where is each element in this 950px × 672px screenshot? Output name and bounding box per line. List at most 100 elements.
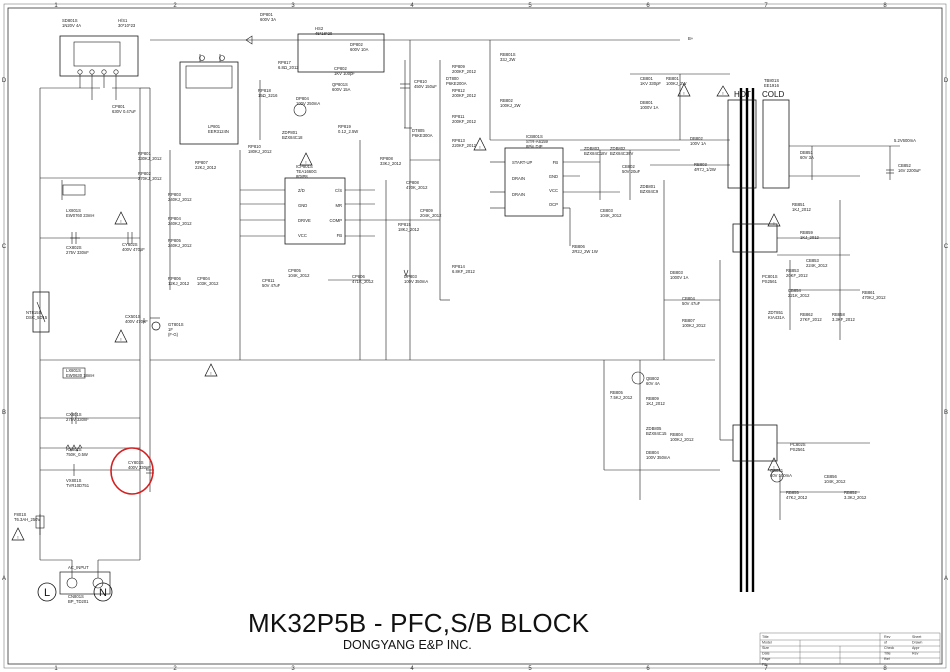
component-label-dt805: P6KE300A: [412, 133, 433, 138]
component-label-qb802: QB802: [646, 376, 660, 381]
component-label-dp801: DP801: [260, 12, 273, 17]
component-label-db804: DB804: [646, 450, 659, 455]
component-label-vx801: VX801S: [66, 478, 82, 483]
grid-col-marker: 7: [764, 3, 768, 9]
component-label-cp809: CP809: [420, 208, 433, 213]
grid-col-marker: 5: [528, 3, 532, 9]
grid-col-marker: 6: [646, 3, 650, 9]
component-label-rb805: 7.5KJ_2012: [610, 395, 633, 400]
component-label-qb851: 60V 500mA: [770, 473, 792, 478]
grid-row-marker: A: [2, 576, 6, 582]
component-label-hs2: 45*18*20: [315, 31, 333, 36]
component-label-cx802: CX802S: [66, 245, 82, 250]
component-label-rx801: RX801S: [66, 447, 82, 452]
component-label-zdb801: BZX84C9: [640, 189, 659, 194]
component-label-cp805: CP805: [288, 268, 301, 273]
svg-text:!: !: [305, 160, 306, 165]
title-block-label: Page: [762, 657, 770, 661]
title-block-label: of: [884, 641, 887, 645]
component-label-cx801: CX801S: [66, 412, 82, 417]
ic-pin-label: DRIVE: [298, 218, 311, 223]
ic-pin-label: FB: [337, 233, 343, 238]
ic-pin-label: GND: [549, 174, 558, 179]
component-label-rp801: 330KJ_2012: [138, 156, 162, 161]
component-label-dp804: 100V 250mA: [296, 101, 320, 106]
terminal-n-label: N: [99, 587, 107, 599]
grid-col-marker: 3: [291, 3, 295, 9]
component-label-rb807: 100KJ_2012: [682, 323, 706, 328]
title-block-label: Ref: [884, 657, 890, 661]
grid-row-marker: A: [944, 576, 948, 582]
component-label-tb801: TB801S: [764, 78, 779, 83]
component-label-rb852: RB852: [844, 490, 857, 495]
component-label-icp801: ICP801S: [296, 164, 313, 169]
component-label-icb801: ICB801S: [526, 134, 543, 139]
component-label-rp808: 33KJ_2012: [380, 161, 402, 166]
svg-text:!: !: [773, 221, 774, 226]
component-label-cp809: 204K_2012: [420, 213, 442, 218]
component-label-icp801: TEA1660G: [296, 169, 317, 174]
component-label-cp810: 450V 150uF: [414, 84, 437, 89]
component-label-rp819: RP819: [338, 124, 351, 129]
component-label-rp806: 12KJ_2012: [168, 281, 190, 286]
grid-col-marker: 1: [54, 3, 58, 9]
component-label-cp802: 1KV 100pF: [334, 71, 355, 76]
component-label-cp802: CP802: [334, 66, 347, 71]
component-label-lp801: EER3124N: [208, 129, 229, 134]
component-label-cb802: 50V 20uF: [622, 169, 641, 174]
component-label-db803: 1000V 1A: [670, 275, 689, 280]
component-label-icb801: 8Pin DIP: [526, 144, 543, 149]
component-label-cb804: CB804: [682, 296, 695, 301]
component-label-gt801: GT801S: [168, 322, 184, 327]
component-label-rb862: 27KF_2012: [800, 317, 822, 322]
svg-text:!: !: [210, 371, 211, 376]
component-label-db802: DB802: [690, 136, 703, 141]
grid-col-marker: 4: [410, 3, 414, 9]
component-label-rp814: RP814: [452, 264, 465, 269]
component-label-rb851: 1KJ_2012: [792, 207, 812, 212]
component-label-lx801: LX801S: [66, 208, 81, 213]
grid-row-marker: C: [944, 244, 949, 250]
component-label-rb853: 20KF_2012: [786, 273, 808, 278]
component-label-cb853: 224K_2012: [806, 263, 828, 268]
ic-pin-label: START-UP: [512, 160, 533, 165]
component-label-cp811: 50V 47uF: [262, 283, 281, 288]
company-name: DONGYANG E&P INC.: [343, 638, 472, 652]
component-label-pc801: PS2561: [762, 279, 778, 284]
component-label-rp810: 180KJ_2012: [248, 149, 272, 154]
component-label-cp806: 471K_2012: [352, 279, 374, 284]
component-label-qp801: 600V 15A: [332, 87, 351, 92]
ic-pin-label: COMP: [329, 218, 342, 223]
component-label-rp808: RP808: [380, 156, 393, 161]
component-label-icp801: 8DIP8: [296, 174, 308, 179]
component-label-cp801: CP801: [112, 104, 125, 109]
component-label-cp804: CP804: [197, 276, 210, 281]
component-label-rb801b: RB801: [666, 76, 679, 81]
svg-text:!: !: [722, 91, 723, 96]
component-label-cb854: CB854: [788, 288, 801, 293]
component-label-rp814: 6.8KF_2012: [452, 269, 475, 274]
component-label-dp803: DP803: [404, 274, 417, 279]
component-label-hs2: HS2: [315, 26, 324, 31]
component-label-lp801: LP801: [208, 124, 221, 129]
component-label-rp807: RP807: [195, 160, 208, 165]
component-label-db802: 100V 1A: [690, 141, 706, 146]
component-label-zdb802: ZDB802: [610, 146, 626, 151]
component-label-cx501: CX501S: [125, 314, 141, 319]
ic-pin-label: DRAIN: [512, 176, 525, 181]
component-label-rp818: RP818: [258, 88, 271, 93]
component-label-rp811: 200KF_2012: [452, 119, 477, 124]
component-label-lx801: EW0760 23mH: [66, 213, 94, 218]
component-label-db801: DB801: [640, 100, 653, 105]
component-label-sd801s: 1N20V 4A: [62, 23, 81, 28]
component-label-cn801: BP_TD201: [68, 599, 89, 604]
component-label-zdb802: BZX84C39V: [610, 151, 633, 156]
title-block-label: Title: [884, 652, 891, 656]
title-block-label: Rev: [912, 652, 919, 656]
component-label-zdb805: BZX84C15: [646, 431, 667, 436]
component-label-nt815: NT815S: [26, 310, 42, 315]
component-label-rx801: 750K_0.5W: [66, 452, 88, 457]
component-label-rp817: RP817: [278, 60, 291, 65]
component-label-cb856: CB856: [824, 474, 837, 479]
